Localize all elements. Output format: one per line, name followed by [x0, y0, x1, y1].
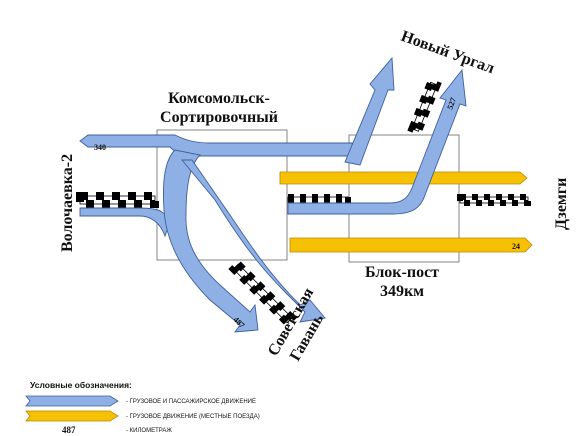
railway-hatch-west [76, 192, 159, 208]
km-novy-urgal: 527 [445, 96, 458, 110]
legend-freight-passenger: - ГРУЗОВОЕ И ПАССАЖИРСКОЕ ДВИЖЕНИЕ [126, 399, 256, 405]
blue-arrow-volochaevka-upper [79, 134, 356, 157]
km-dzemgi: 24 [512, 242, 520, 251]
legend-freight-local: - ГРУЗОВОЕ ДВИЖЕНИЕ (МЕСТНЫЕ ПОЕЗДА) [126, 414, 260, 420]
label-komsomolsk-line1: Комсомольск- [168, 90, 270, 107]
label-blok-post-line2: 349км [380, 283, 424, 300]
legend-blue-swatch [25, 395, 119, 407]
label-dzemgi: Дземги [553, 178, 570, 230]
label-novy-urgal: Новый Ургал [399, 28, 497, 78]
label-blok-post-line1: Блок-пост [365, 264, 439, 281]
yellow-arrow-upper [279, 171, 528, 185]
legend-km-sample: 487 [62, 425, 76, 435]
blue-arrow-volochaevka-lower [79, 207, 171, 238]
railway-hatch-east [457, 194, 531, 206]
blue-arrow-sovetskaya-branch [181, 159, 326, 323]
yellow-arrow-lower [289, 237, 533, 253]
legend: Условные обозначения: - ГРУЗОВОЕ И ПАССА… [25, 380, 260, 435]
label-volochaevka: Волочаевка-2 [59, 154, 76, 252]
komsomolsk-station-box [156, 129, 288, 261]
blue-arrow-urgal-blokpost [287, 68, 467, 215]
legend-title: Условные обозначения: [30, 380, 132, 390]
railway-hatch-urgal [407, 77, 442, 136]
blue-arrow-novy-urgal-main [344, 56, 395, 166]
blue-arrow-sovetskaya-main [162, 149, 259, 333]
railway-hatch-sovetskaya [228, 259, 297, 328]
railway-hatch-center [285, 194, 351, 206]
legend-km-desc: - КИЛОМЕТРАЖ [126, 428, 172, 434]
blue-flow-group [79, 56, 467, 333]
km-volochaevka: 340 [94, 143, 106, 152]
label-komsomolsk-line2: Сортировочный [160, 109, 278, 126]
legend-yellow-swatch [25, 410, 119, 422]
